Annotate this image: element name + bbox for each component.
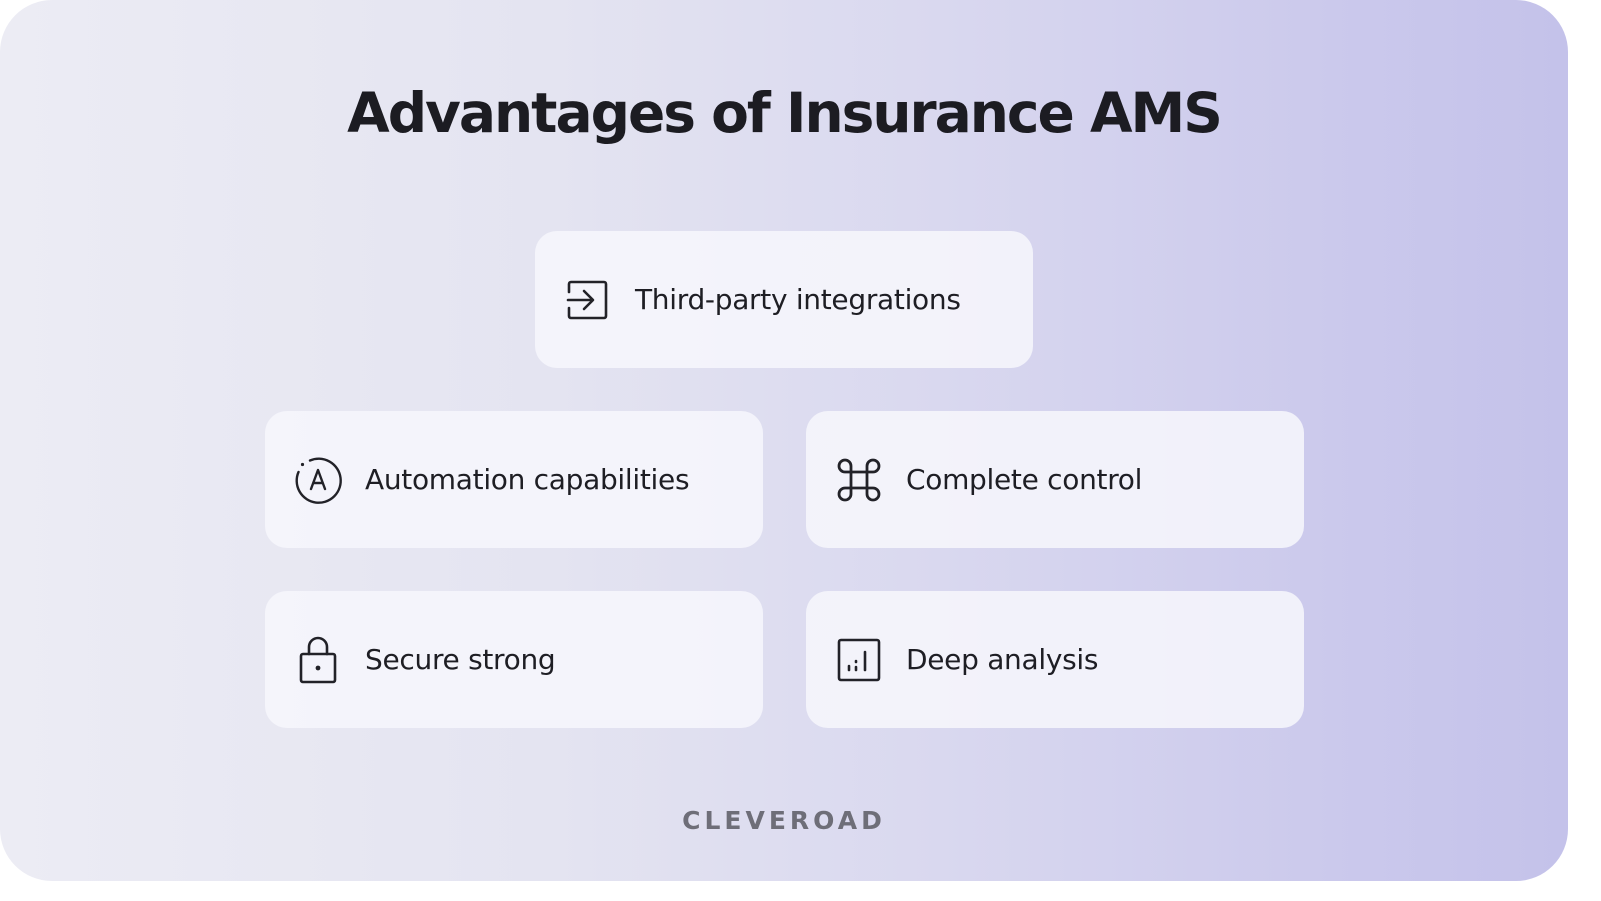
page-title: Advantages of Insurance AMS	[347, 81, 1223, 145]
advantage-card-secure-strong: Secure strong	[265, 591, 763, 728]
advantage-label: Automation capabilities	[365, 463, 690, 496]
advantage-card-automation-capabilities: Automation capabilities	[265, 411, 763, 548]
command-key-icon	[834, 455, 884, 505]
advantage-label: Complete control	[906, 463, 1143, 496]
lock-icon	[293, 635, 343, 685]
advantage-card-complete-control: Complete control	[806, 411, 1304, 548]
advantage-label: Secure strong	[365, 643, 556, 676]
bar-chart-box-icon	[834, 635, 884, 685]
brand-logo-text: CLEVEROAD	[682, 806, 886, 835]
advantage-card-deep-analysis: Deep analysis	[806, 591, 1304, 728]
infographic-canvas: Advantages of Insurance AMS Third-party …	[0, 0, 1568, 881]
auto-mode-icon	[293, 455, 343, 505]
advantage-label: Third-party integrations	[635, 283, 961, 316]
login-arrow-icon	[563, 275, 613, 325]
advantage-card-third-party-integrations: Third-party integrations	[535, 231, 1033, 368]
advantage-label: Deep analysis	[906, 643, 1099, 676]
